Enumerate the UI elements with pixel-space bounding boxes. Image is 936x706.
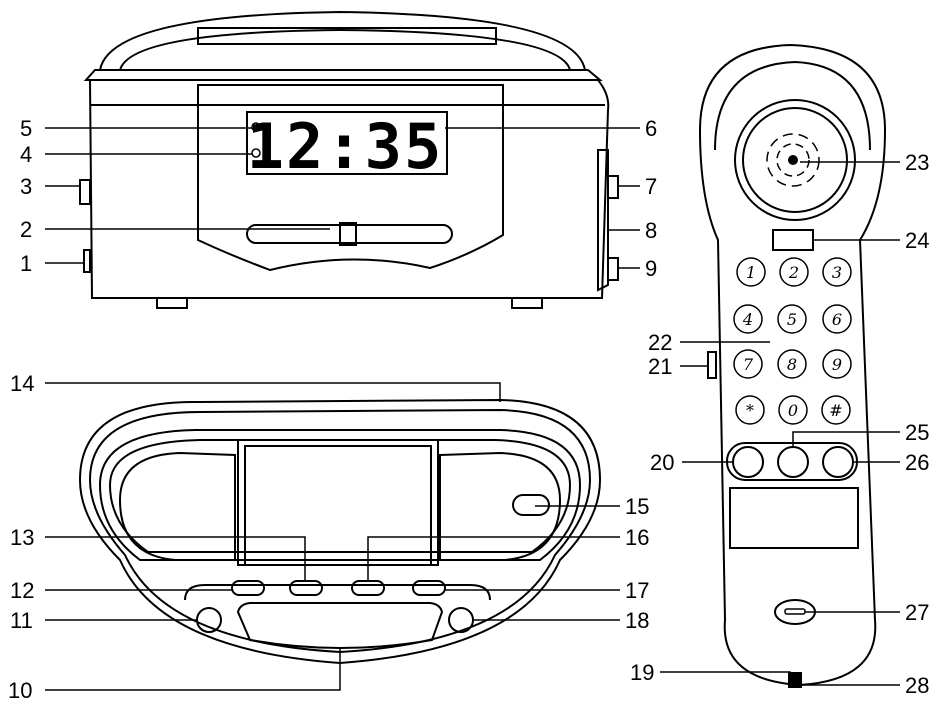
base-top-view (78, 398, 602, 665)
callout-19: 19 (630, 660, 654, 685)
svg-text:3: 3 (832, 263, 842, 282)
keypad-key[interactable]: 5 (777, 304, 807, 334)
callout-17: 17 (625, 578, 649, 603)
side-button-7[interactable] (607, 175, 619, 199)
volume-slider[interactable] (246, 224, 453, 244)
function-button-bar (726, 442, 858, 481)
earpiece-center-icon (788, 155, 798, 165)
button-12[interactable] (231, 580, 265, 596)
callout-16: 16 (625, 525, 649, 550)
callout-26: 26 (905, 450, 929, 475)
callout-22: 22 (648, 330, 672, 355)
clock-display: 12:35 (247, 110, 444, 183)
button-11[interactable] (196, 607, 222, 633)
base-front-view: 12:35 (79, 10, 619, 309)
callout-4: 4 (20, 142, 32, 167)
svg-text:7: 7 (743, 355, 754, 374)
keypad-key[interactable]: * (735, 395, 765, 425)
keypad-key[interactable]: 6 (822, 304, 852, 334)
earpiece-grille (766, 133, 820, 187)
callout-23: 23 (905, 150, 929, 175)
callout-8: 8 (645, 218, 657, 243)
button-26[interactable] (822, 446, 854, 478)
callout-lines (45, 127, 900, 691)
handset-panel (729, 487, 859, 549)
callout-24: 24 (905, 228, 929, 253)
callout-11: 11 (10, 608, 33, 633)
callout-1: 1 (20, 251, 32, 276)
keypad-key[interactable]: # (821, 395, 851, 425)
earpiece-outer (734, 99, 856, 221)
callout-18: 18 (625, 608, 649, 633)
side-button-21[interactable] (707, 351, 717, 379)
callout-25: 25 (905, 420, 929, 445)
keypad-key[interactable]: 8 (777, 349, 807, 379)
button-25[interactable] (777, 446, 809, 478)
button-20[interactable] (732, 446, 764, 478)
button-13[interactable] (289, 580, 323, 596)
svg-text:9: 9 (832, 355, 842, 374)
callout-20: 20 (650, 450, 674, 475)
svg-text:1: 1 (746, 263, 756, 282)
callout-14: 14 (10, 371, 34, 396)
callout-3: 3 (20, 174, 32, 199)
keypad: 1 2 3 4 5 6 7 8 9 * 0 # (733, 257, 852, 425)
keypad-key[interactable]: 9 (822, 349, 852, 379)
keypad-key[interactable]: 0 (778, 395, 808, 425)
button-16[interactable] (351, 580, 385, 596)
side-jack-1 (83, 249, 91, 273)
svg-text:8: 8 (787, 355, 797, 374)
handset-clip-24 (772, 229, 814, 251)
handset: 1 2 3 4 5 6 7 8 9 * 0 # (698, 43, 887, 688)
callout-15: 15 (625, 494, 649, 519)
svg-text:5: 5 (787, 310, 797, 329)
svg-text:6: 6 (832, 310, 842, 329)
foot-left (156, 297, 188, 309)
button-18[interactable] (448, 607, 474, 633)
keypad-key[interactable]: 2 (779, 257, 809, 287)
keypad-key[interactable]: 3 (822, 257, 852, 287)
svg-text:2: 2 (788, 263, 799, 282)
callout-10: 10 (8, 678, 32, 703)
indicator-led-4 (251, 148, 261, 158)
foot-right (511, 297, 543, 309)
handset-cord-28 (788, 672, 802, 688)
callout-6: 6 (645, 116, 657, 141)
svg-text:*: * (746, 401, 754, 420)
button-17[interactable] (412, 580, 446, 596)
keypad-key[interactable]: 4 (733, 304, 763, 334)
callout-27: 27 (905, 600, 929, 625)
callout-12: 12 (10, 578, 34, 603)
callout-numbers: 1 2 3 4 5 6 7 8 9 10 11 12 13 14 15 16 1… (8, 116, 929, 703)
svg-text:#: # (829, 401, 842, 420)
callout-5: 5 (20, 116, 32, 141)
keypad-key[interactable]: 7 (733, 349, 763, 379)
callout-7: 7 (645, 174, 657, 199)
button-15[interactable] (512, 494, 550, 516)
side-button-3[interactable] (79, 179, 91, 205)
keypad-key[interactable]: 1 (736, 257, 766, 287)
callout-2: 2 (20, 217, 32, 242)
callout-21: 21 (648, 354, 672, 379)
callout-28: 28 (905, 673, 929, 698)
callout-9: 9 (645, 256, 657, 281)
callout-13: 13 (10, 525, 34, 550)
speaker-grille (236, 602, 444, 649)
slider-knob[interactable] (339, 222, 357, 246)
svg-text:0: 0 (788, 401, 798, 420)
svg-text:4: 4 (742, 310, 753, 329)
indicator-led-5 (251, 122, 261, 132)
side-button-9[interactable] (607, 257, 619, 281)
